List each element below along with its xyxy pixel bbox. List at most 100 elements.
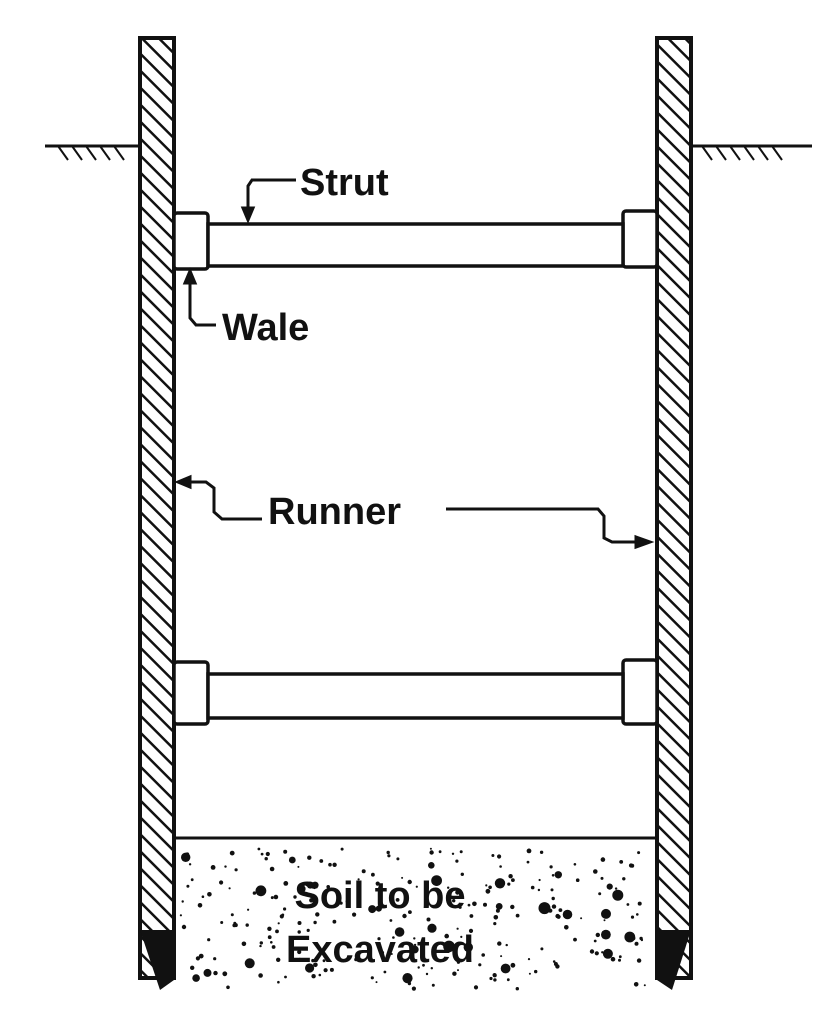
soil-speck xyxy=(478,963,482,967)
arrow-icon xyxy=(174,474,192,490)
soil-speck xyxy=(339,901,343,905)
soil-speck xyxy=(259,944,262,948)
soil-speck xyxy=(390,953,393,955)
soil-label-line2: Excavated xyxy=(286,929,474,971)
soil-speck xyxy=(192,974,200,982)
soil-speck xyxy=(357,878,360,881)
soil-speck xyxy=(634,941,639,946)
soil-speck xyxy=(368,905,377,914)
soil-speck xyxy=(593,939,597,943)
soil-speck xyxy=(267,926,272,931)
soil-speck xyxy=(264,857,268,861)
soil-speck xyxy=(539,850,544,854)
soil-speck xyxy=(527,958,531,961)
soil-speck xyxy=(298,957,301,961)
soil-speck xyxy=(197,903,203,908)
soil-speck xyxy=(288,856,296,864)
upper-strut-assembly xyxy=(172,209,659,271)
soil-speck xyxy=(319,859,324,863)
soil-speck xyxy=(619,860,624,864)
soil-speck xyxy=(598,892,602,896)
soil-speck xyxy=(279,914,284,919)
soil-speck xyxy=(550,888,554,892)
soil-speck xyxy=(493,915,499,920)
soil-speck xyxy=(276,957,281,962)
soil-speck xyxy=(313,962,318,968)
soil-speck xyxy=(458,905,462,909)
soil-speck xyxy=(332,862,337,867)
soil-speck xyxy=(309,898,314,903)
soil-speck xyxy=(438,850,442,854)
soil-speck xyxy=(551,904,557,909)
soil-speck xyxy=(297,949,302,955)
soil-speck xyxy=(247,908,250,911)
soil-speck xyxy=(447,886,450,889)
runner-right xyxy=(655,36,693,980)
runner-right-tip xyxy=(657,930,691,990)
soil-speck xyxy=(322,959,326,963)
soil-speck xyxy=(449,895,453,899)
soil-speck xyxy=(493,978,497,982)
soil-speck xyxy=(297,921,302,925)
soil-speck xyxy=(375,981,378,984)
soil-speck xyxy=(575,878,580,882)
soil-speck xyxy=(639,936,643,941)
soil-speck xyxy=(459,850,463,854)
soil-speck xyxy=(580,917,583,920)
soil-speck xyxy=(548,908,553,913)
soil-speck xyxy=(297,884,306,894)
soil-speck xyxy=(198,953,204,959)
soil-speck xyxy=(622,877,626,881)
soil-speck xyxy=(618,958,621,962)
soil-speck xyxy=(417,966,420,969)
soil-speck xyxy=(493,973,497,978)
soil-speck xyxy=(415,885,418,888)
arrow-icon xyxy=(634,534,655,550)
soil-speck xyxy=(277,980,280,984)
soil-speck xyxy=(452,899,456,903)
soil-speck xyxy=(306,928,310,933)
runner-leader-right xyxy=(446,507,642,544)
strut-label: Strut xyxy=(300,162,389,204)
soil-speck xyxy=(375,881,380,886)
soil-speck xyxy=(407,879,412,885)
soil-speck xyxy=(188,863,192,866)
soil-speck xyxy=(603,919,606,922)
soil-speck xyxy=(452,971,457,976)
soil-speck xyxy=(624,931,636,943)
soil-speck xyxy=(252,891,257,895)
soil-speck xyxy=(601,929,611,940)
soil-speck xyxy=(485,884,488,887)
soil-speck xyxy=(600,876,604,880)
soil-speck xyxy=(600,857,606,862)
soil-speck xyxy=(485,888,491,894)
soil-speck xyxy=(260,852,264,856)
runner-leader-left xyxy=(184,480,262,521)
soil-speck xyxy=(229,850,235,856)
soil-speck xyxy=(375,905,382,912)
soil-speck xyxy=(630,915,635,919)
soil-speck xyxy=(413,943,417,947)
soil-speck xyxy=(551,896,555,901)
soil-speck xyxy=(271,945,276,949)
soil-speck xyxy=(614,887,618,890)
soil-speck xyxy=(265,851,270,857)
soil-speck xyxy=(283,849,288,854)
soil-speck xyxy=(460,935,463,939)
soil-speck xyxy=(506,978,510,982)
soil-label-line1: Soil to be xyxy=(295,875,466,917)
soil-speck xyxy=(269,866,275,872)
soil-speck xyxy=(234,868,238,872)
soil-speck xyxy=(508,874,513,879)
soil-speck xyxy=(633,982,639,987)
soil-speck xyxy=(628,863,634,868)
soil-speck xyxy=(195,956,200,961)
soil-speck xyxy=(402,913,407,919)
soil-speck xyxy=(431,983,435,987)
soil-speck xyxy=(507,882,511,886)
arrow-icon xyxy=(240,206,256,224)
soil-speck xyxy=(370,976,374,980)
soil-speck xyxy=(228,887,231,890)
soil-speck xyxy=(481,953,486,957)
